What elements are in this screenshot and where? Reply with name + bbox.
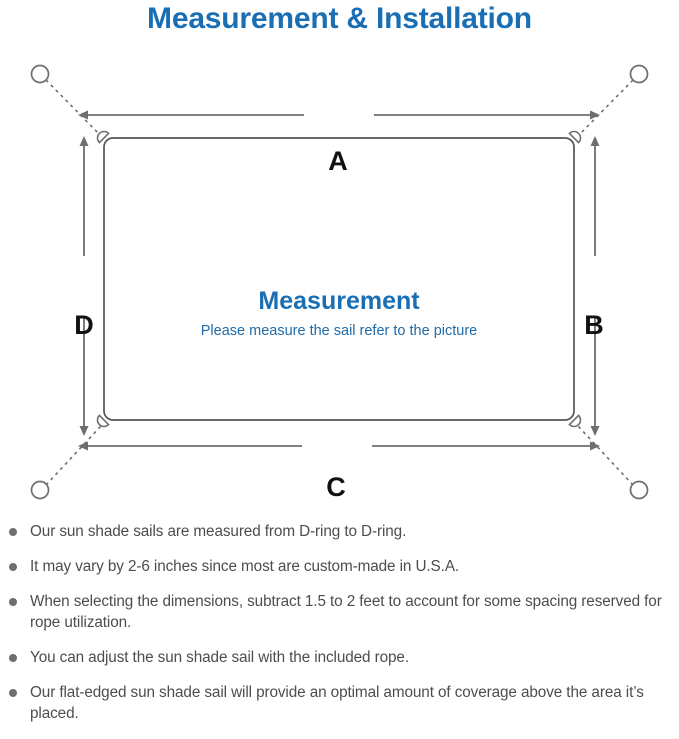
bullet-icon <box>9 598 17 606</box>
rope-lines <box>45 79 634 486</box>
d-ring-bottom-right <box>568 414 582 428</box>
rope-top-left <box>45 79 102 137</box>
rope-bottom-right <box>577 425 634 486</box>
page-title: Measurement & Installation <box>147 2 532 35</box>
list-item: When selecting the dimensions, subtract … <box>0 591 679 633</box>
note-text: Our flat-edged sun shade sail will provi… <box>30 684 644 722</box>
list-item: It may vary by 2-6 inches since most are… <box>0 556 679 577</box>
bullet-icon <box>9 563 17 571</box>
bullet-icon <box>9 689 17 697</box>
d-ring-top-right <box>568 130 582 144</box>
sail-body <box>103 137 575 421</box>
bullet-icon <box>9 654 17 662</box>
d-ring-top-left <box>96 130 110 144</box>
list-item: Our flat-edged sun shade sail will provi… <box>0 682 679 724</box>
anchor-rings <box>30 64 649 500</box>
anchor-ring-bottom-right <box>629 480 649 500</box>
dimension-label-a: A <box>328 146 348 176</box>
note-text: Our sun shade sails are measured from D-… <box>30 523 407 540</box>
dimension-label-c: C <box>326 472 346 502</box>
diagram-canvas: Measurement Please measure the sail refe… <box>0 48 679 513</box>
diagram-svg <box>30 64 649 500</box>
dimension-label-b: B <box>584 310 604 340</box>
list-item: Our sun shade sails are measured from D-… <box>0 521 679 542</box>
anchor-ring-top-right <box>629 64 649 84</box>
anchor-ring-bottom-left <box>30 480 50 500</box>
d-rings <box>96 130 582 428</box>
dimension-label-d: D <box>74 310 94 340</box>
list-item: You can adjust the sun shade sail with t… <box>0 647 679 668</box>
notes-list: Our sun shade sails are measured from D-… <box>0 521 679 738</box>
d-ring-bottom-left <box>96 414 110 428</box>
rope-bottom-left <box>45 425 102 486</box>
bullet-icon <box>9 528 17 536</box>
rope-top-right <box>577 79 634 137</box>
anchor-ring-top-left <box>30 64 50 84</box>
note-text: It may vary by 2-6 inches since most are… <box>30 558 460 575</box>
note-text: When selecting the dimensions, subtract … <box>30 593 662 631</box>
note-text: You can adjust the sun shade sail with t… <box>30 649 409 666</box>
